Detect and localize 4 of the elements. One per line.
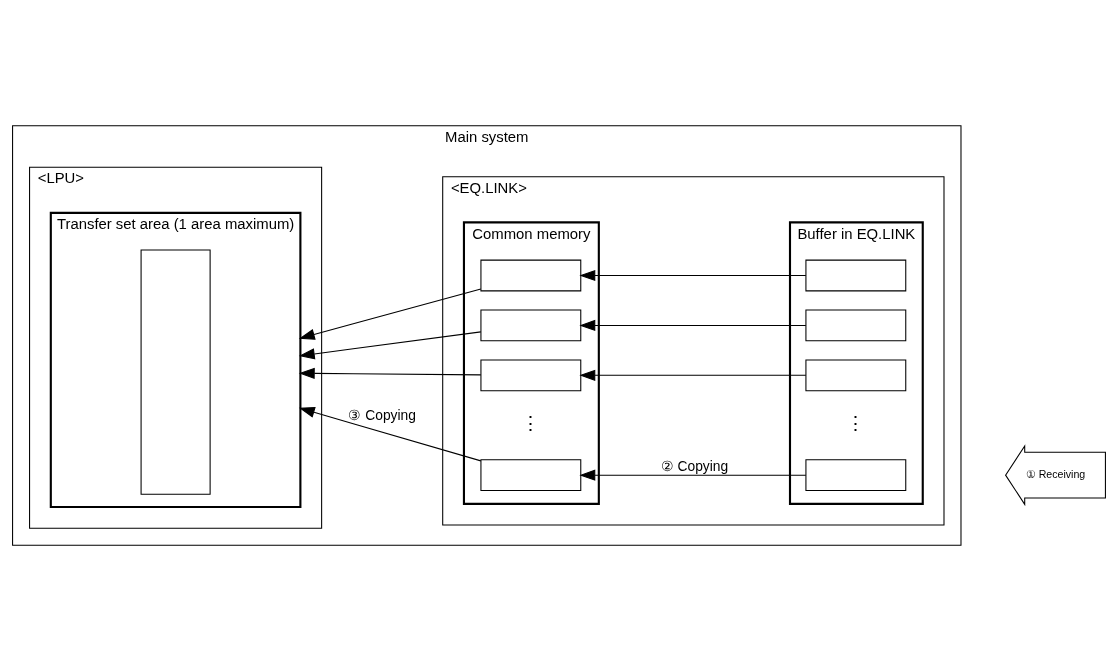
- label: ⋮: [521, 412, 541, 434]
- edge-label: ② Copying: [660, 458, 729, 474]
- label: ⋮: [846, 412, 866, 434]
- edge-label: ③ Copying: [348, 407, 416, 423]
